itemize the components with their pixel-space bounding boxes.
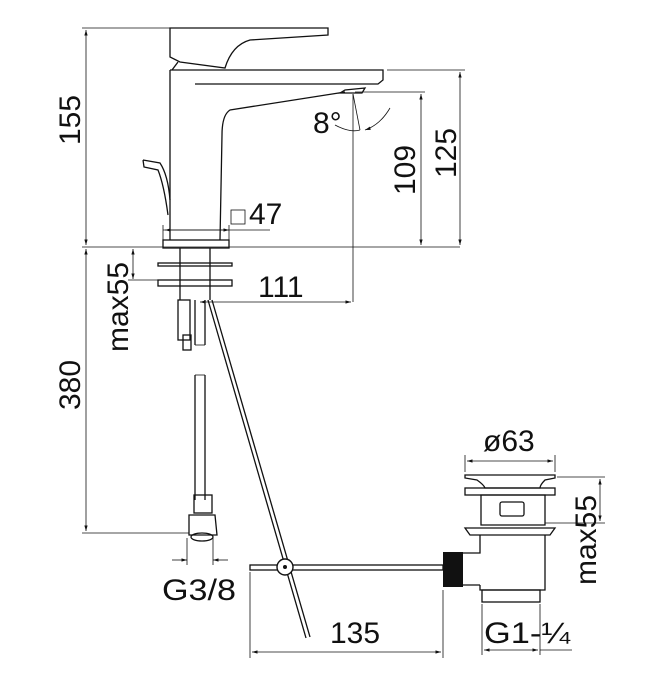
spout-top [170,69,384,85]
waste-lift-knob [142,159,171,216]
lift-rod [207,299,444,639]
hose-ferrule [193,494,213,514]
handle-lever [169,27,329,69]
aerator [337,87,367,94]
hose-nut [188,514,218,536]
waste-plug [464,474,556,489]
fixing-nut [157,279,233,287]
dim-max-deck: max55 [102,262,135,352]
pop-up-waste [443,474,557,603]
square-symbol-icon [230,209,246,225]
dim-outlet-height: 109 [389,145,422,195]
dim-body-square: 47 [249,198,282,231]
dim-hose-length: 380 [54,360,87,410]
fixing-washer [157,262,233,267]
dim-waste-thread: G1-¼ [484,617,571,650]
waste-rod-nut [443,552,463,587]
faucet-body [142,27,384,351]
spout-underside [219,91,346,241]
dim-hose-connection: G3/8 [162,574,236,607]
waste-tail [481,589,541,603]
flexible-hose [188,300,218,542]
dim-waste-max: max55 [570,495,603,585]
dim-spout-reach: 111 [258,271,304,304]
dim-spout-angle: 8° [313,107,342,140]
dim-total-height: 155 [54,95,87,145]
fixing-stud [177,299,191,341]
dim-waste-diameter: ø63 [483,425,535,458]
dim-lift-rod: 135 [330,617,380,650]
base-plate [162,239,230,249]
dim-spout-height: 125 [430,128,463,178]
dimension-lines [82,27,605,658]
